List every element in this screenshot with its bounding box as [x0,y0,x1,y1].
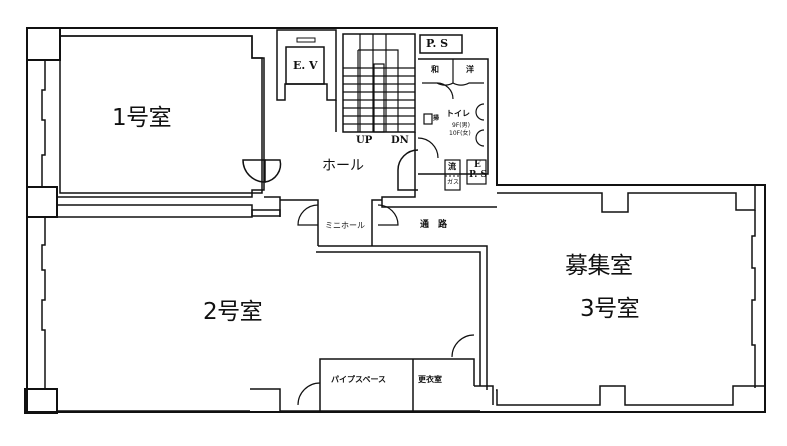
elevator-label: E. V [293,59,318,72]
toilet-note-9f: 9F(男) [452,122,470,129]
mini-hall-label: ミニホール [325,221,365,230]
corridor-label: 通 路 [420,220,448,230]
room-3-status-label: 募集室 [565,253,633,279]
room-3-label: 3号室 [580,296,640,322]
stairs-up-label: UP [356,135,373,146]
room-2-label: 2号室 [203,299,263,325]
toilet-western-label: 洋 [466,65,474,74]
room-1-label: 1号室 [112,105,172,131]
outer-walls [24,27,766,414]
eps-e-label: E [474,160,481,170]
changing-room-label: 更衣室 [418,375,442,384]
toilet-japanese-label: 和 [431,65,439,74]
toilet-label: トイレ [446,109,470,118]
sink-label: 流 [448,162,456,171]
gas-label: ガス [447,179,460,186]
stairs-down-label: DN [391,135,409,146]
ps-top-label: P. S [426,37,449,50]
mop-sink-label: 掃 [433,115,440,122]
toilet-note-10f: 10F(女) [449,130,471,137]
eps-ps-label: P. S [469,170,488,180]
hall-label: ホール [322,158,364,174]
pipe-space-label: パイプスペース [331,375,387,384]
